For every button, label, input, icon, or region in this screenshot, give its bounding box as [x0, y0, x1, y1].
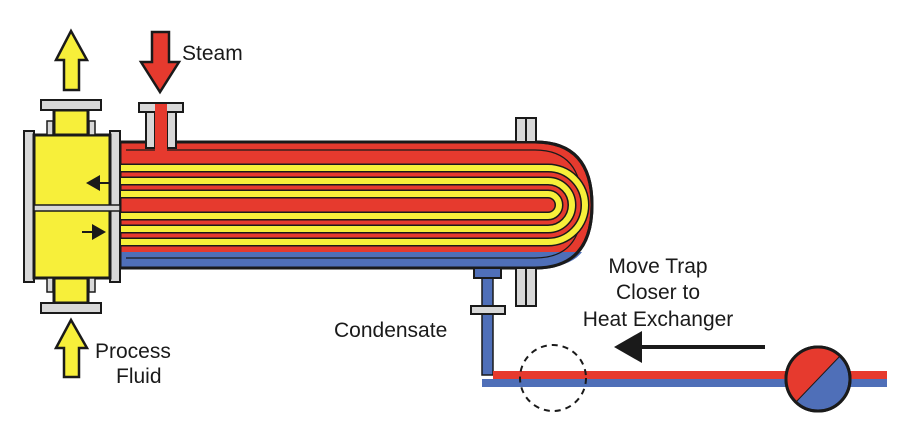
process-in-arrow-icon	[53, 317, 90, 379]
process-out-arrow-icon	[53, 28, 90, 92]
steam-trap-icon	[784, 345, 852, 413]
shell-flanges	[473, 117, 537, 307]
condensate-label: Condensate	[334, 319, 447, 342]
process-fluid-label-line2: Fluid	[116, 365, 162, 388]
steam-label: Steam	[182, 42, 243, 65]
steam-arrow-icon	[138, 30, 182, 95]
move-trap-label-line1: Move Trap	[608, 255, 707, 278]
old-trap-location-circle	[519, 344, 587, 412]
steam-inlet-nozzle	[138, 102, 184, 154]
move-trap-label-line2: Closer to	[616, 281, 700, 304]
tube-bundle	[120, 163, 590, 247]
exchanger-shell	[118, 140, 594, 270]
move-trap-label-line3: Heat Exchanger	[583, 308, 734, 331]
process-fluid-label-line1: Process	[95, 340, 171, 363]
tube-side-head	[23, 99, 121, 314]
